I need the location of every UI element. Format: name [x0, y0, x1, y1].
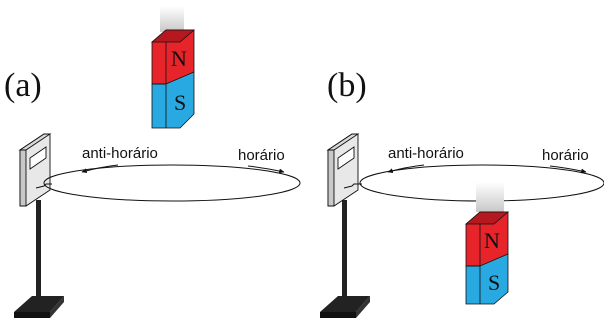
panel-b-clockwise-label: horário — [542, 147, 589, 164]
panel-b-label: (b) — [327, 67, 367, 104]
panel-a-stand-pole — [36, 200, 41, 304]
panel-b-stand — [320, 133, 370, 318]
panel-a-clockwise-arrow — [247, 165, 285, 174]
panel-b-south-label: S — [488, 270, 500, 295]
panel-a-stand — [14, 133, 64, 318]
panel-b-counterclockwise-arrow — [387, 164, 425, 174]
panel-b-magnet-trail — [476, 182, 504, 212]
panel-b-stand-pole — [342, 200, 347, 304]
panel-a-counterclockwise-arrow — [81, 164, 119, 174]
panel-a-clockwise-label: horário — [238, 147, 285, 164]
panel-b: (b) N S anti-ho — [320, 67, 604, 318]
panel-a-wire-loop — [43, 164, 301, 202]
panel-a-magnet: N S — [150, 6, 196, 129]
panel-a: (a) N S — [4, 6, 301, 318]
panel-a-magnet-trail — [160, 6, 184, 32]
panel-a-counterclockwise-label: anti-horário — [82, 145, 158, 162]
panel-a-north-label: N — [171, 46, 187, 71]
panel-b-north-label: N — [484, 228, 500, 253]
panel-a-south-label: S — [174, 90, 186, 115]
panel-b-clockwise-arrow — [549, 165, 587, 174]
panel-b-magnet: N S — [464, 182, 510, 305]
panel-a-label: (a) — [4, 67, 42, 104]
panel-b-counterclockwise-label: anti-horário — [388, 145, 464, 162]
